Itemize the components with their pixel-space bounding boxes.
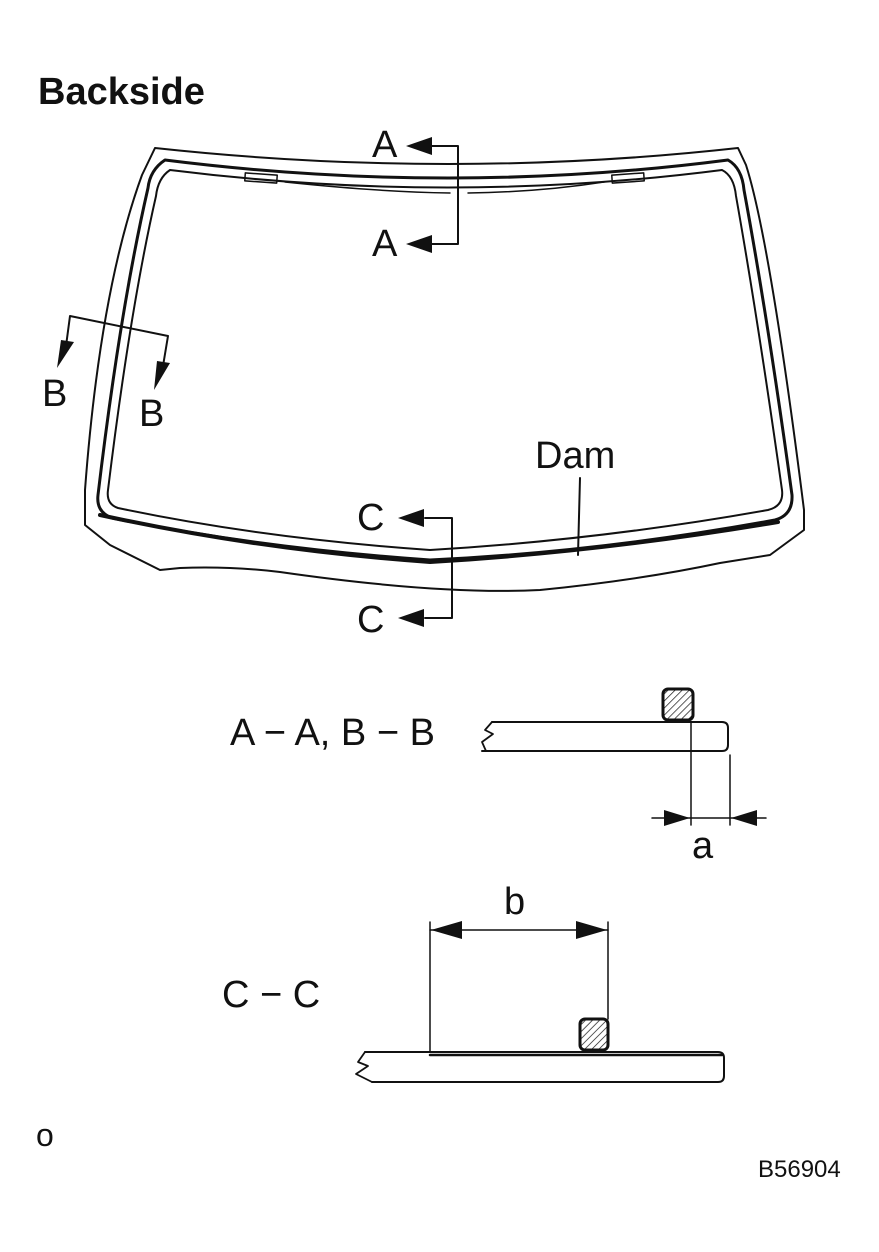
section-label-a-top: A <box>372 124 398 166</box>
section-label-c-top: C <box>357 497 384 539</box>
section-label-c-bottom: C <box>357 599 384 641</box>
section-view-cc: C − C b <box>222 881 725 1083</box>
section-view-ab-title: A − A, B − B <box>230 712 435 754</box>
dimension-a-label: a <box>692 825 714 867</box>
dimension-b-label: b <box>504 881 525 923</box>
section-marker-b: B B <box>42 315 170 435</box>
section-label-b-right: B <box>139 393 164 435</box>
corner-mark: o <box>36 1117 54 1153</box>
section-label-a-bottom: A <box>372 223 398 265</box>
windshield-glass <box>84 147 805 592</box>
section-marker-a: A A <box>372 124 459 265</box>
dam-section-cc <box>578 1017 610 1052</box>
dam-callout: Dam <box>535 435 615 556</box>
diagram-title: Backside <box>38 71 205 113</box>
section-marker-c: C C <box>357 497 453 641</box>
figure-id: B56904 <box>758 1156 841 1183</box>
dam-label: Dam <box>535 435 615 477</box>
section-view-cc-title: C − C <box>222 974 320 1016</box>
dam-section-ab <box>661 687 695 722</box>
section-label-b-left: B <box>42 373 67 415</box>
section-view-ab: A − A, B − B a <box>230 687 767 867</box>
